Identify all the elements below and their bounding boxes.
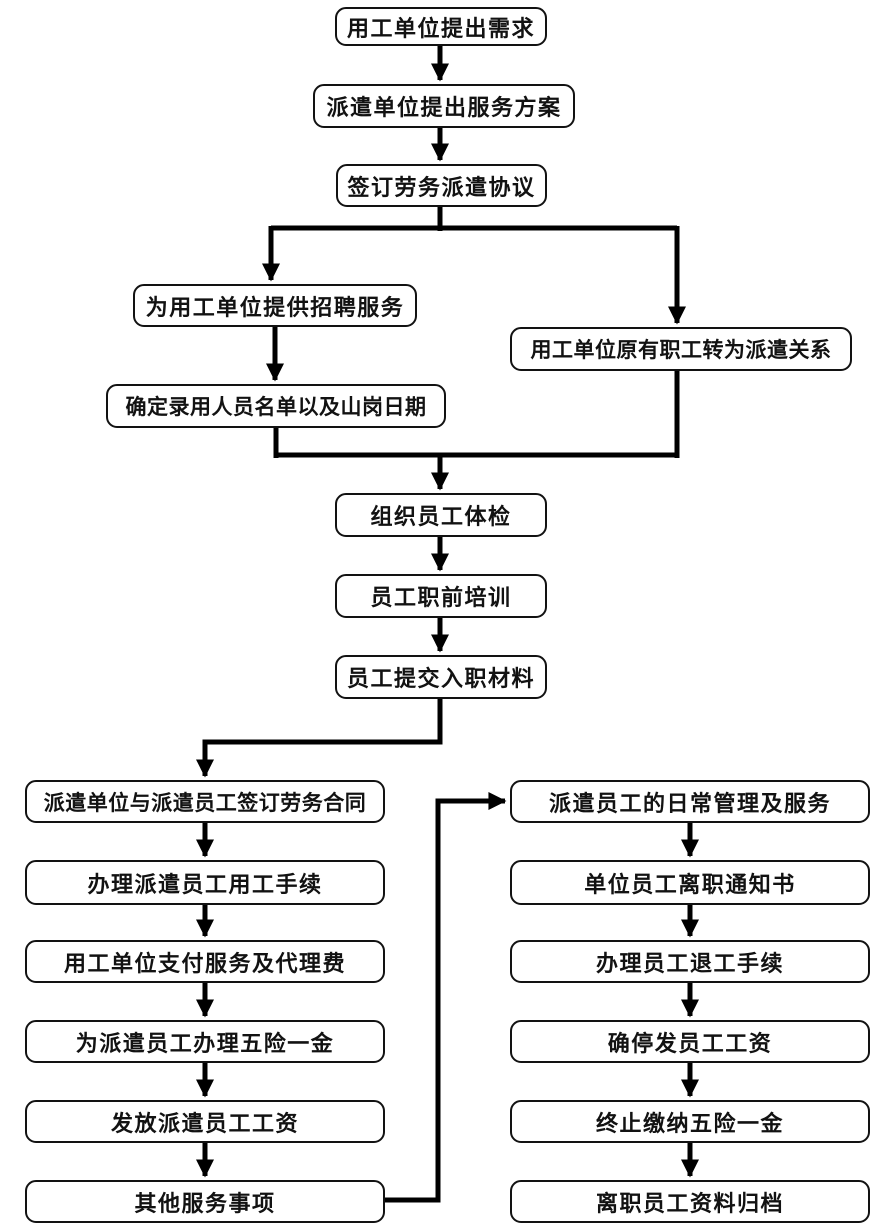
node-labor-contract: 派遣单位与派遣员工签订劳务合同	[25, 780, 385, 823]
node-hiring-roster: 确定录用人员名单以及山岗日期	[106, 384, 446, 428]
node-staff-transfer: 用工单位原有职工转为派遣关系	[510, 327, 852, 371]
node-stop-insurance: 终止缴纳五险一金	[510, 1100, 870, 1143]
node-service-fee-payment: 用工单位支付服务及代理费	[25, 940, 385, 983]
connector-materials-contract	[196, 699, 443, 778]
node-demand: 用工单位提出需求	[335, 7, 547, 46]
node-pre-job-training: 员工职前培训	[335, 574, 547, 618]
node-service-plan: 派遣单位提出服务方案	[313, 84, 575, 128]
node-recruit-service: 为用工单位提供招聘服务	[133, 284, 417, 327]
node-pay-salary: 发放派遣员工工资	[25, 1100, 385, 1143]
node-resignation-notice: 单位员工离职通知书	[510, 860, 870, 905]
node-stop-salary: 确停发员工工资	[510, 1020, 870, 1063]
node-onboarding-materials: 员工提交入职材料	[335, 655, 547, 699]
node-physical-exam: 组织员工体检	[335, 493, 547, 537]
connector-other-daily	[385, 792, 507, 1203]
node-dispatch-agreement: 签订劳务派遣协议	[336, 164, 547, 207]
node-quit-procedures: 办理员工退工手续	[510, 940, 870, 983]
node-social-insurance: 为派遣员工办理五险一金	[25, 1020, 385, 1063]
node-archive-records: 离职员工资料归档	[510, 1180, 870, 1223]
node-daily-management: 派遣员工的日常管理及服务	[510, 780, 870, 823]
node-other-services: 其他服务事项	[25, 1180, 385, 1223]
node-employment-procedures: 办理派遣员工用工手续	[25, 860, 385, 905]
